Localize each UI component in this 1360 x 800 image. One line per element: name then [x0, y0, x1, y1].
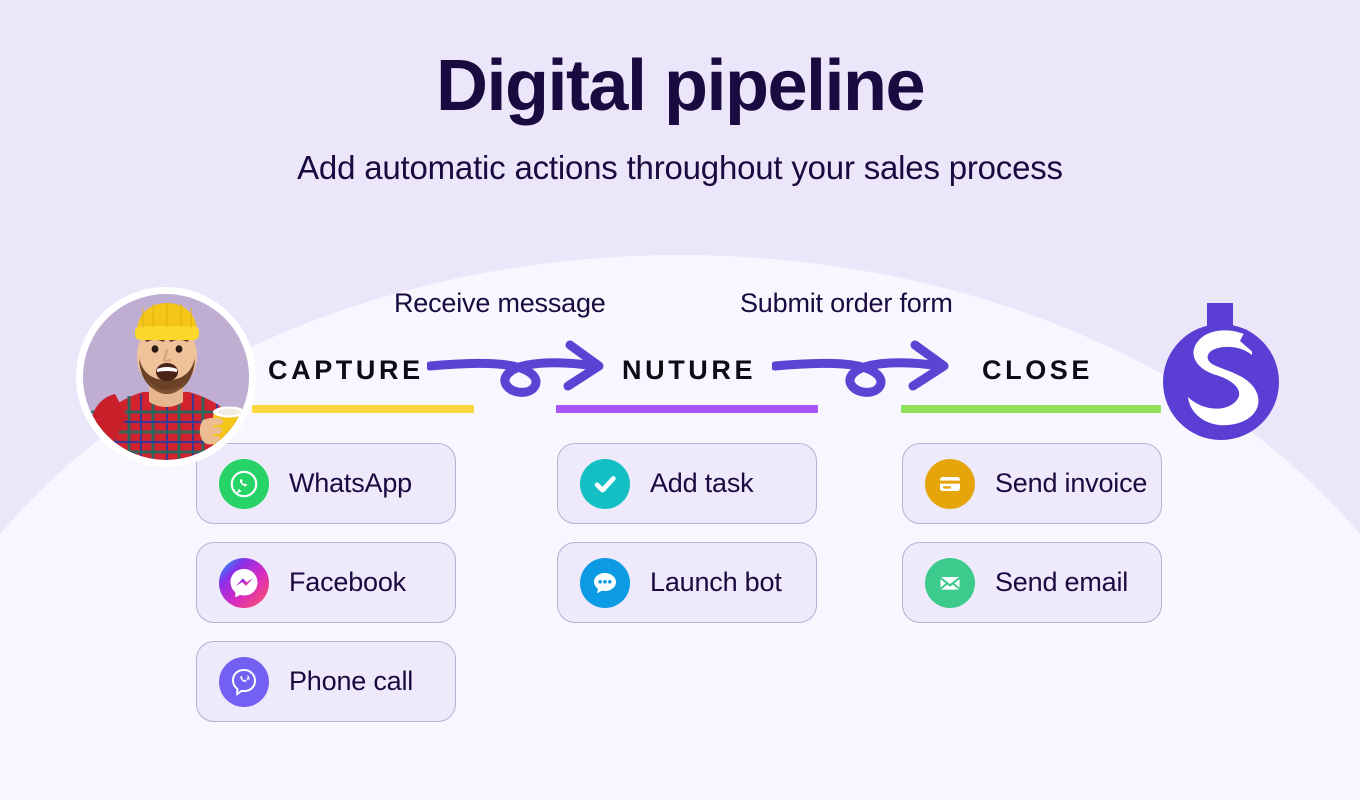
credit-card-icon	[925, 458, 975, 509]
avatar-photo	[83, 294, 249, 460]
stage-bar-nuture	[556, 405, 818, 413]
action-label: Launch bot	[650, 567, 782, 597]
whatsapp-icon	[219, 458, 269, 509]
page-subtitle: Add automatic actions throughout your sa…	[297, 149, 1063, 186]
check-circle-icon	[580, 458, 630, 509]
action-card-facebook[interactable]: Facebook	[196, 542, 456, 623]
action-label: Phone call	[289, 666, 414, 696]
header: Digital pipeline Add automatic actions t…	[0, 0, 1360, 190]
stage-column-nuture: Add task Launch bot	[557, 443, 817, 623]
avatar	[76, 287, 256, 467]
transition-label-receive-message: Receive message	[394, 288, 606, 318]
chat-bubble-icon	[580, 557, 630, 608]
action-card-whatsapp[interactable]: WhatsApp	[196, 443, 456, 524]
envelope-icon	[925, 557, 975, 608]
action-label: Add task	[650, 468, 754, 498]
stage-name-capture: CAPTURE	[268, 355, 424, 385]
stage-bar-capture	[252, 405, 474, 413]
messenger-icon	[219, 557, 269, 608]
action-card-phone-call[interactable]: Phone call	[196, 641, 456, 722]
action-card-launch-bot[interactable]: Launch bot	[557, 542, 817, 623]
viber-icon	[219, 656, 269, 707]
action-label: WhatsApp	[289, 468, 412, 498]
action-card-add-task[interactable]: Add task	[557, 443, 817, 524]
action-label: Facebook	[289, 567, 406, 597]
curly-arrow-right-icon	[425, 336, 615, 403]
action-label: Send email	[995, 567, 1129, 597]
stage-name-nuture: NUTURE	[622, 355, 757, 385]
action-card-send-invoice[interactable]: Send invoice	[902, 443, 1162, 524]
action-card-send-email[interactable]: Send email	[902, 542, 1162, 623]
curly-arrow-right-icon	[770, 336, 960, 403]
page-title: Digital pipeline	[435, 46, 926, 126]
dollar-coin-badge-icon	[1160, 303, 1282, 443]
transition-label-submit-order-form: Submit order form	[740, 288, 953, 318]
stage-column-capture: WhatsApp F	[196, 443, 456, 722]
action-label: Send invoice	[995, 468, 1148, 498]
stage-bar-close	[901, 405, 1161, 413]
stage-name-close: CLOSE	[982, 355, 1094, 385]
stage-column-close: Send invoice Send email	[902, 443, 1162, 623]
